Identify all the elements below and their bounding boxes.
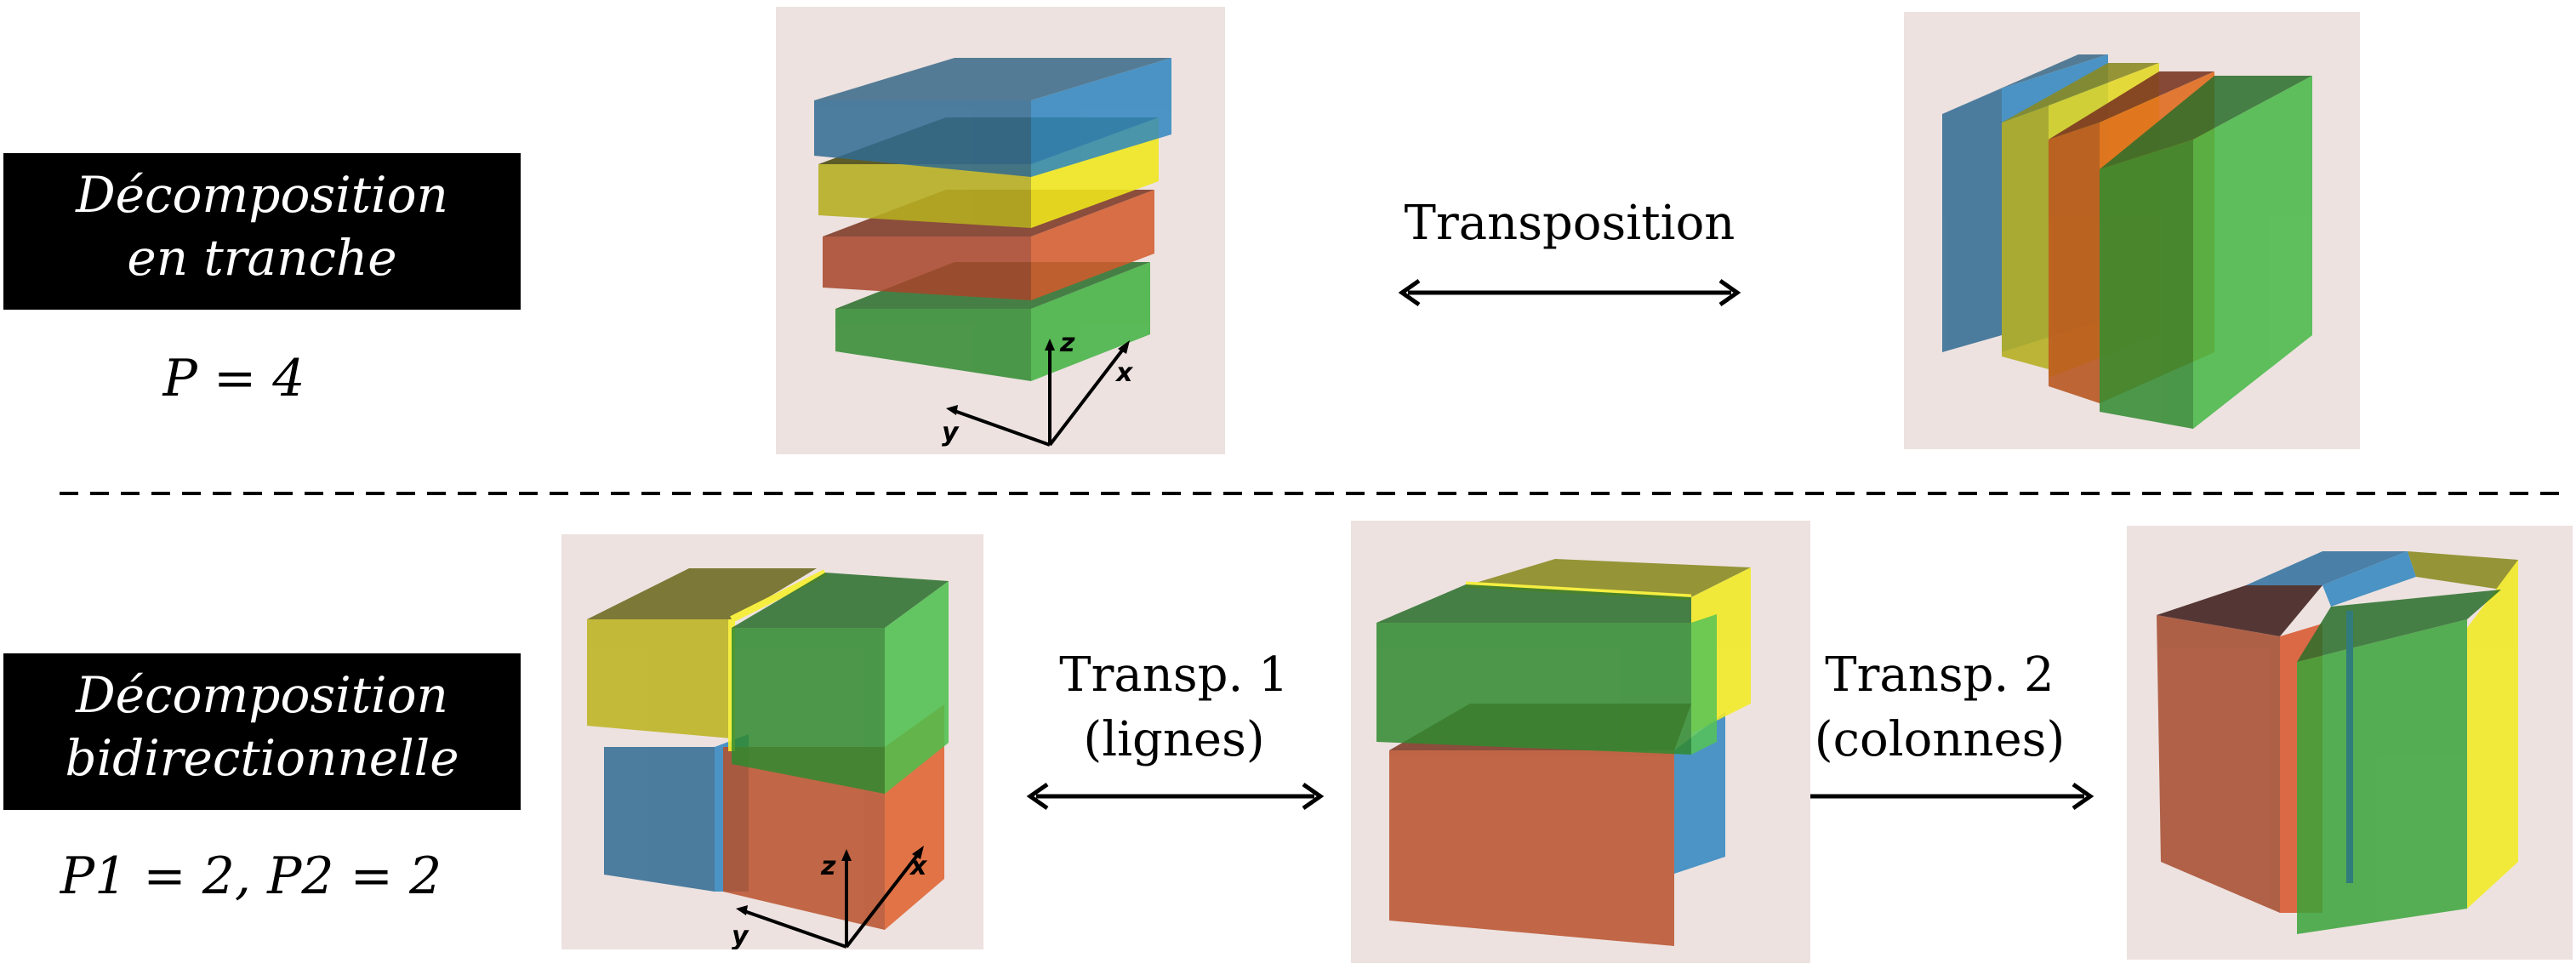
- axis-z-label: z: [1059, 328, 1075, 358]
- pencil-title-line1: Décomposition: [76, 666, 448, 724]
- block-green: [732, 573, 949, 794]
- transp2-label-line1: Transp. 2: [1825, 647, 2055, 703]
- transp1-label-line2: (lignes): [1083, 712, 1265, 767]
- slab-vertical-cube: [1942, 54, 2312, 429]
- pencil-decomposition-title: Décomposition bidirectionnelle: [3, 653, 521, 810]
- transposition-label: Transposition: [1344, 191, 1795, 256]
- mid-block-green: [1376, 584, 1717, 755]
- slab-vertical-panel: [1904, 12, 2360, 449]
- axis-z-label-2: z: [820, 852, 836, 881]
- right-block-yellow: [2408, 551, 2518, 909]
- transp1-label: Transp. 1 (lignes): [995, 643, 1353, 772]
- pencil-x-cube: [2157, 551, 2518, 934]
- transp1-label-line1: Transp. 1: [1059, 647, 1289, 703]
- right-block-green: [2297, 590, 2501, 934]
- pencil-param-text: P1 = 2, P2 = 2: [60, 846, 442, 906]
- slab-title-line2: en tranche: [127, 229, 397, 287]
- slab-decomposition-title: Décomposition en tranche: [3, 153, 521, 310]
- pencil-x-panel: [2127, 526, 2573, 960]
- slab-blue: [814, 58, 1171, 177]
- transposition-label-text: Transposition: [1404, 196, 1735, 251]
- pencil-y-cube: [1376, 559, 1751, 946]
- pencil-z-cube: z x y: [587, 568, 949, 949]
- slab-horizontal-cube: z x y: [814, 58, 1171, 447]
- axis-x-label: x: [1114, 358, 1134, 388]
- pencil-y-panel: [1351, 521, 1810, 963]
- slab-horizontal-panel: z x y: [776, 7, 1225, 454]
- slab-title-line1: Décomposition: [76, 166, 448, 224]
- pencil-title-line2: bidirectionnelle: [65, 729, 459, 787]
- axis-y-label-2: y: [732, 921, 749, 949]
- slab-param-text: P = 4: [162, 349, 305, 408]
- transp2-label: Transp. 2 (colonnes): [1770, 643, 2110, 772]
- transp2-label-line2: (colonnes): [1814, 712, 2066, 767]
- vslab-green: [2100, 76, 2312, 429]
- axes-row2-left: [744, 852, 920, 949]
- axis-y-label: y: [942, 418, 960, 447]
- axis-x-label-2: x: [909, 852, 928, 881]
- axes-row1-left: [954, 345, 1126, 447]
- right-block-blue: [2246, 551, 2416, 607]
- slab-param: P = 4: [128, 349, 340, 408]
- pencil-z-panel: z x y: [561, 534, 983, 949]
- pencil-param: P1 = 2, P2 = 2: [51, 846, 451, 906]
